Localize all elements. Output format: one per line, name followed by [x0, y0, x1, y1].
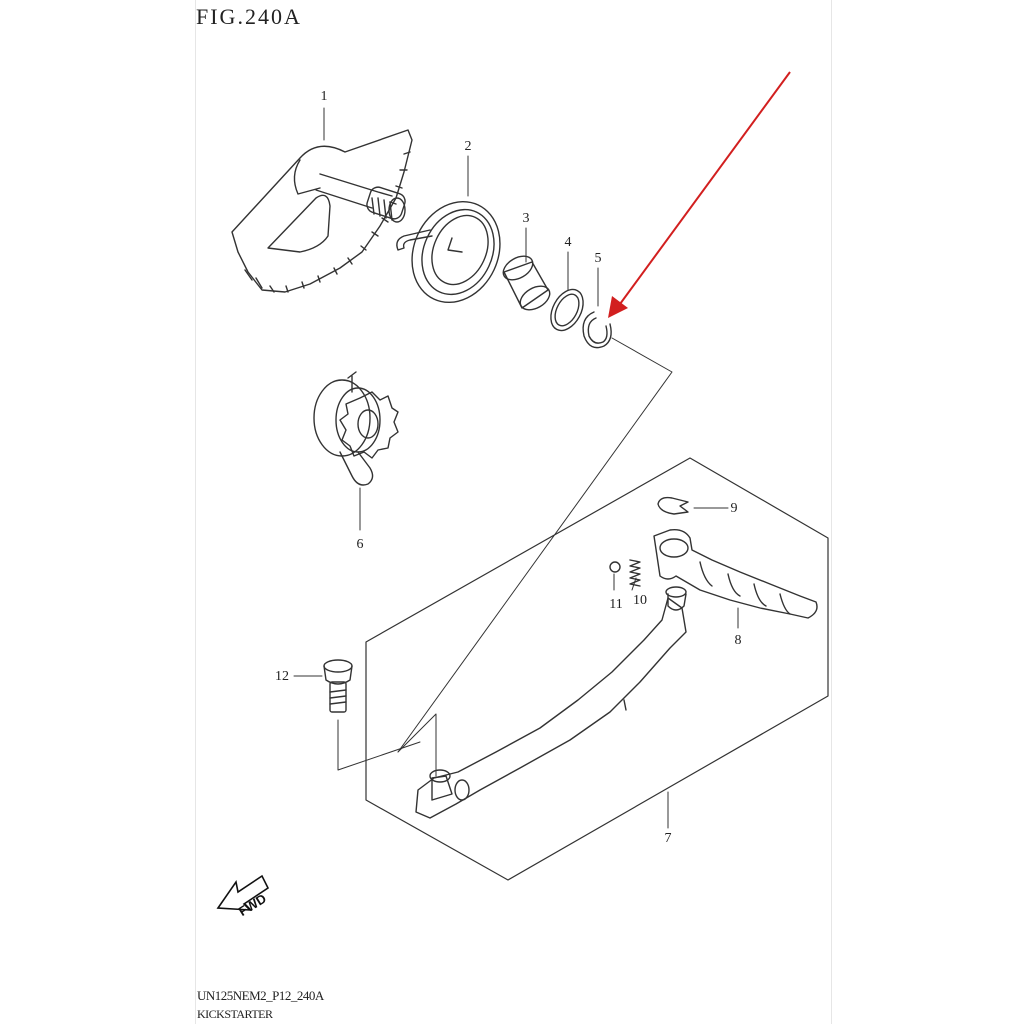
figure-code: UN125NEM2_P12_240A — [197, 988, 324, 1003]
callout-6: 6 — [357, 537, 364, 552]
fwd-arrow-icon: FWD — [216, 874, 270, 919]
callout-1: 1 — [321, 89, 328, 104]
callout-8: 8 — [735, 633, 742, 648]
part-9-e-clip[interactable] — [657, 496, 689, 515]
diagram-sheet — [195, 0, 832, 1024]
callout-5: 5 — [595, 251, 602, 266]
callout-9: 9 — [731, 501, 738, 516]
figure-caption: KICKSTARTER — [197, 1007, 273, 1021]
part-7-kick-lever[interactable] — [415, 586, 687, 819]
callout-12: 12 — [275, 669, 289, 684]
part-5-circlip[interactable] — [582, 311, 612, 349]
guide-lines — [293, 107, 739, 829]
part-4-washer[interactable] — [544, 284, 589, 336]
callout-4: 4 — [565, 235, 572, 250]
callout-7: 7 — [665, 831, 672, 846]
callout-2: 2 — [465, 139, 472, 154]
part-3-spacer[interactable] — [499, 251, 554, 314]
part-8-kick-pedal[interactable] — [653, 528, 818, 619]
pointer-arrow — [608, 71, 791, 318]
part-11-ball[interactable] — [609, 561, 621, 573]
part-6-drive-gear[interactable] — [313, 371, 399, 486]
assembly-outline — [365, 457, 829, 881]
callout-11: 11 — [609, 597, 622, 612]
part-2-return-spring[interactable] — [396, 187, 516, 317]
part-1-gear-shaft[interactable] — [231, 129, 413, 293]
callout-3: 3 — [523, 211, 530, 226]
part-12-bolt[interactable] — [323, 659, 353, 713]
figure-title: FIG.240A — [196, 4, 302, 29]
callout-10: 10 — [633, 593, 647, 608]
